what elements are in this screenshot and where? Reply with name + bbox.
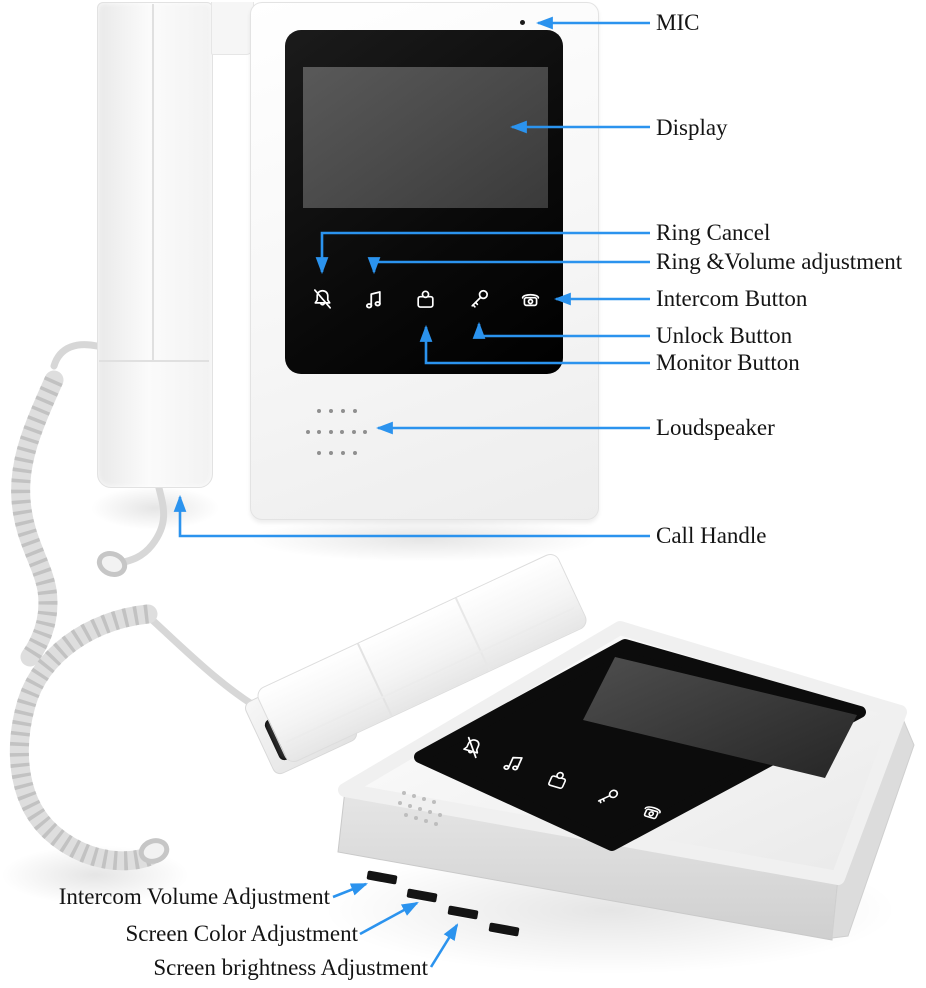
label-intercom-button: Intercom Button — [656, 286, 808, 311]
ring-volume-arrow — [367, 257, 650, 275]
label-intercom-volume: Intercom Volume Adjustment — [58, 884, 330, 909]
call-handle-handset — [97, 2, 213, 488]
label-ring-volume: Ring &Volume adjustment — [656, 249, 903, 274]
monitor-unit-bottom — [337, 621, 915, 941]
handset-cord-coil — [11, 341, 168, 667]
label-call-handle: Call Handle — [656, 523, 767, 548]
label-screen-brightness: Screen brightness Adjustment — [153, 955, 428, 980]
label-mic: MIC — [656, 10, 700, 35]
handset-earpiece-tab — [211, 2, 254, 55]
label-monitor-button: Monitor Button — [656, 350, 800, 375]
label-screen-color: Screen Color Adjustment — [125, 921, 358, 946]
display-screen-bottom — [583, 657, 857, 778]
unit-reflection — [248, 516, 600, 562]
intercom-volume-arrow — [332, 882, 368, 899]
mic-hole — [520, 20, 525, 25]
monitor-arrow — [419, 324, 650, 365]
handset-reflection — [90, 486, 220, 530]
ring-cancel-arrow — [315, 231, 650, 275]
handset-seam — [152, 4, 154, 360]
screen-brightness-arrow — [429, 923, 459, 968]
label-display: Display — [656, 115, 728, 140]
label-ring-cancel: Ring Cancel — [656, 220, 771, 245]
label-loudspeaker: Loudspeaker — [656, 415, 775, 440]
display-screen — [303, 67, 548, 208]
screen-color-arrow — [359, 901, 419, 936]
label-unlock-button: Unlock Button — [656, 323, 793, 348]
loudspeaker-grille-bottom — [398, 791, 442, 826]
unlock-arrow — [472, 321, 650, 339]
call-handle-arrow — [173, 494, 650, 538]
handset-seam — [99, 360, 209, 362]
